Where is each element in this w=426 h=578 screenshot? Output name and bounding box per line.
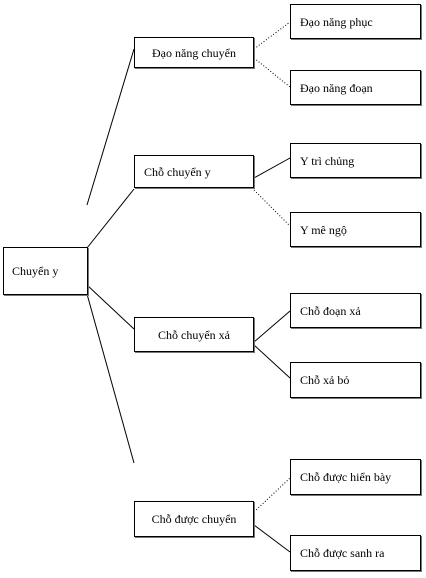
connector-root-branch-4 <box>86 293 135 464</box>
branch-node-dao-nang-chuyen: Đạo năng chuyển <box>134 37 254 68</box>
connector-b2-c2 <box>253 189 291 227</box>
connector-b3-c2 <box>253 344 291 379</box>
leaf-node-label: Y trì chủng <box>300 153 355 168</box>
branch-node-label: Chỗ chuyển xả <box>158 327 230 342</box>
leaf-node-y-me-ngo: Y mê ngộ <box>290 212 421 247</box>
connector-b1-c1 <box>253 21 291 50</box>
root-node: Chuyển y <box>3 247 88 295</box>
leaf-node-dao-nang-doan: Đạo năng đoạn <box>290 70 421 105</box>
connector-root-branch-3 <box>86 284 135 330</box>
leaf-node-y-tri-chung: Y trì chủng <box>290 143 421 178</box>
leaf-node-label: Chỗ được sanh ra <box>300 546 385 560</box>
connector-b4-c1 <box>253 477 291 513</box>
branch-node-cho-chuyen-y: Chỗ chuyển y <box>134 155 254 188</box>
connector-b3-c1 <box>253 310 291 343</box>
connector-b1-c2 <box>253 57 291 88</box>
leaf-node-cho-duoc-hien-bay: Chỗ được hiển bày <box>290 459 421 495</box>
leaf-node-label: Y mê ngộ <box>300 222 347 237</box>
leaf-node-label: Chỗ xả bỏ <box>300 373 350 387</box>
branch-node-cho-chuyen-xa: Chỗ chuyển xả <box>134 317 254 352</box>
leaf-node-label: Đạo năng phục <box>300 14 373 29</box>
branch-node-label: Chỗ được chuyển <box>151 512 237 526</box>
leaf-node-label: Chỗ được hiển bày <box>300 470 392 484</box>
connector-b4-c2 <box>253 524 291 553</box>
leaf-node-dao-nang-phuc: Đạo năng phục <box>290 4 421 39</box>
branch-node-label: Chỗ chuyển y <box>144 164 211 179</box>
leaf-node-label: Chỗ đoạn xả <box>300 303 361 318</box>
leaf-node-cho-xa-bo: Chỗ xả bỏ <box>290 362 421 398</box>
root-node-label: Chuyển y <box>12 264 59 278</box>
branch-node-cho-duoc-chuyen: Chỗ được chuyển <box>134 501 254 537</box>
connector-root-branch-2 <box>86 188 135 249</box>
leaf-node-cho-doan-xa: Chỗ đoạn xả <box>290 293 421 328</box>
connector-b2-c1 <box>253 157 291 179</box>
leaf-node-cho-duoc-sanh-ra: Chỗ được sanh ra <box>290 535 421 571</box>
branch-node-label: Đạo năng chuyển <box>152 45 236 60</box>
connector-root-branch-1 <box>86 48 135 206</box>
leaf-node-label: Đạo năng đoạn <box>300 80 373 95</box>
